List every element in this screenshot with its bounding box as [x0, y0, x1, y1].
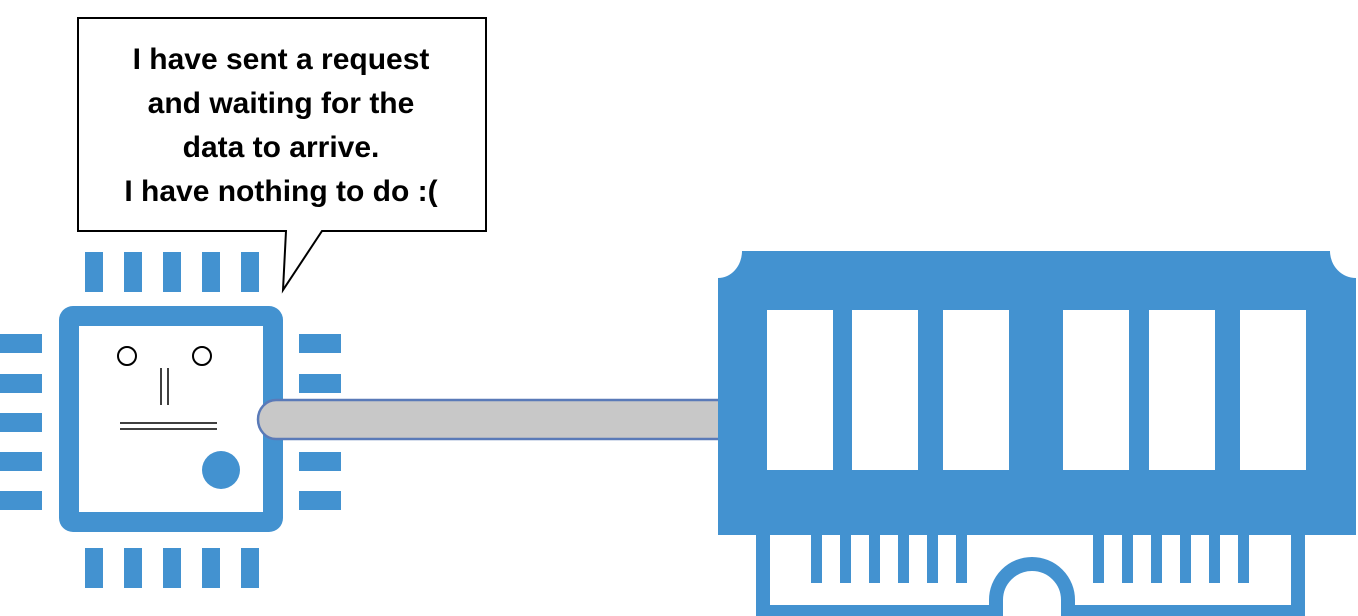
ram-chips: [767, 310, 1306, 470]
speech-bubble: I have sent a request and waiting for th…: [77, 17, 487, 294]
speech-line-1: I have sent a request: [133, 43, 430, 76]
speech-line-4: I have nothing to do :(: [124, 175, 437, 208]
cpu-pin1-marker: [202, 451, 240, 489]
cpu-bottom-pins: [85, 548, 259, 588]
speech-bubble-outline: [77, 17, 487, 294]
cpu-right-pins: [299, 334, 341, 510]
speech-line-3: data to arrive.: [183, 131, 380, 164]
left-eye: [117, 346, 137, 366]
right-eye: [192, 346, 212, 366]
speech-line-2: and waiting for the: [148, 87, 415, 120]
cpu-chip-icon: [0, 252, 341, 588]
ram-edge-connector: [756, 535, 1305, 616]
ram-module-icon: [718, 251, 1356, 616]
neutral-face-icon: [117, 346, 217, 430]
cpu-left-pins: [0, 334, 42, 510]
cpu-top-pins: [85, 252, 259, 292]
ram-contacts-right: [1093, 535, 1249, 583]
memory-bus-connector: [256, 398, 736, 441]
ram-contacts-left: [811, 535, 967, 583]
cpu-die: [79, 326, 263, 512]
